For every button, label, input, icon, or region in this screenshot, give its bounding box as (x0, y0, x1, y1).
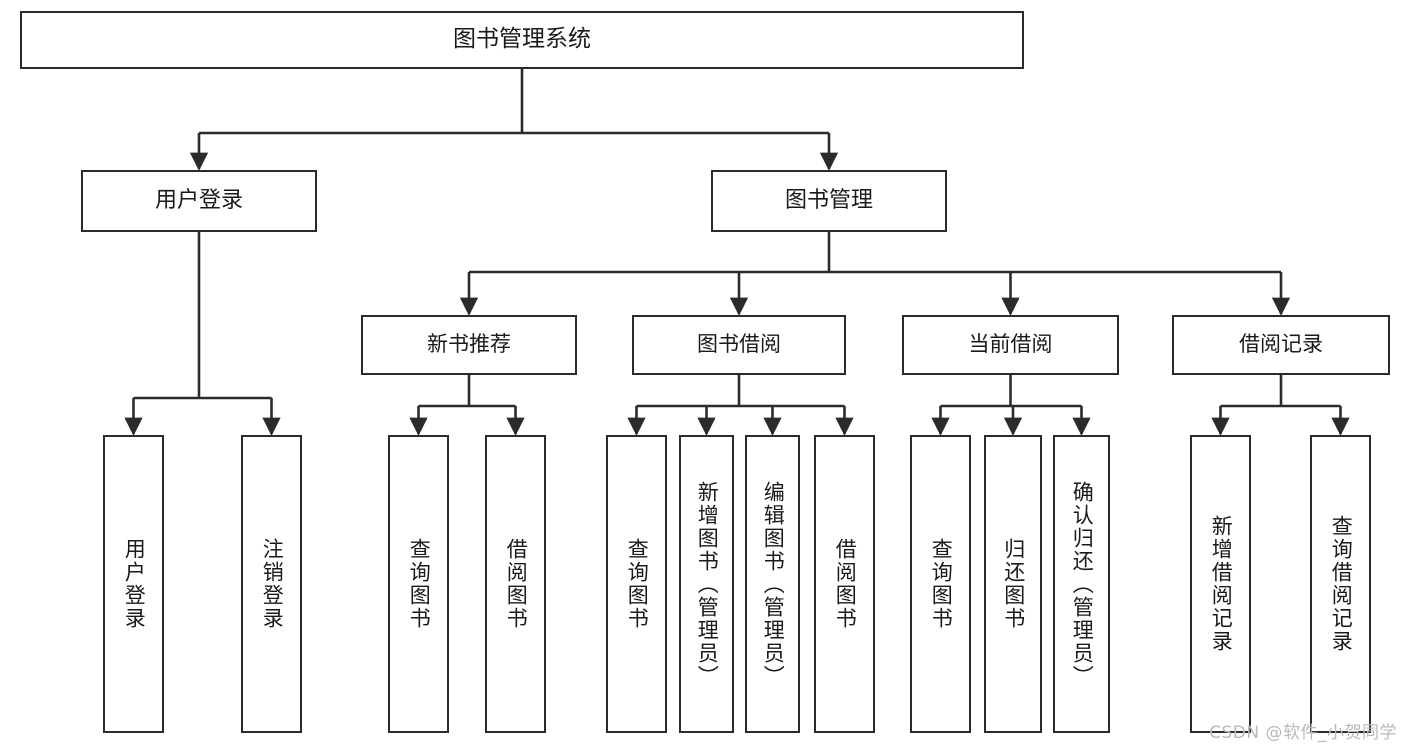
node-label: 新书推荐 (427, 332, 511, 357)
node-label: 用户登录 (122, 538, 147, 630)
node-label: 借阅图书 (833, 538, 858, 630)
node-leaf-return-book[interactable]: 归还图书 (984, 435, 1042, 733)
node-book-borrow[interactable]: 图书借阅 (632, 315, 846, 375)
node-leaf-confirm-return[interactable]: 确认归还（管理员） (1053, 435, 1110, 733)
node-label: 图书借阅 (697, 332, 781, 357)
node-label: 编辑图书（管理员） (761, 480, 786, 688)
node-label: 新增借阅记录 (1209, 515, 1234, 653)
node-book-management[interactable]: 图书管理 (711, 170, 947, 232)
node-label: 注销登录 (260, 538, 285, 630)
node-label: 查询图书 (625, 538, 650, 630)
watermark-text: CSDN @软件_小贺同学 (1209, 723, 1397, 743)
node-borrow-record[interactable]: 借阅记录 (1172, 315, 1390, 375)
node-label: 查询图书 (929, 538, 954, 630)
node-leaf-borrow-book-2[interactable]: 借阅图书 (814, 435, 875, 733)
node-user-login[interactable]: 用户登录 (81, 170, 317, 232)
node-label: 确认归还（管理员） (1070, 480, 1095, 688)
node-label: 用户登录 (154, 187, 243, 213)
node-root-root[interactable]: 图书管理系统 (20, 11, 1024, 69)
node-label: 图书管理系统 (453, 26, 591, 53)
node-label: 图书管理 (784, 187, 873, 213)
node-new-book-recommend[interactable]: 新书推荐 (361, 315, 577, 375)
node-leaf-borrow-book-1[interactable]: 借阅图书 (485, 435, 546, 733)
node-label: 查询图书 (407, 538, 432, 630)
node-current-borrow[interactable]: 当前借阅 (902, 315, 1119, 375)
node-label: 查询借阅记录 (1329, 515, 1354, 653)
node-leaf-add-book[interactable]: 新增图书（管理员） (679, 435, 734, 733)
node-leaf-add-borrow-record[interactable]: 新增借阅记录 (1190, 435, 1251, 733)
node-leaf-query-book-2[interactable]: 查询图书 (606, 435, 667, 733)
node-label: 借阅记录 (1239, 332, 1323, 357)
node-leaf-query-book-3[interactable]: 查询图书 (910, 435, 971, 733)
node-label: 借阅图书 (504, 538, 529, 630)
node-leaf-edit-book[interactable]: 编辑图书（管理员） (745, 435, 800, 733)
node-leaf-user-login[interactable]: 用户登录 (103, 435, 164, 733)
node-label: 新增图书（管理员） (695, 480, 720, 688)
node-leaf-query-borrow-record[interactable]: 查询借阅记录 (1310, 435, 1371, 733)
node-leaf-query-book-1[interactable]: 查询图书 (388, 435, 449, 733)
node-leaf-logout-login[interactable]: 注销登录 (241, 435, 302, 733)
node-label: 归还图书 (1001, 538, 1026, 630)
node-label: 当前借阅 (968, 332, 1053, 357)
